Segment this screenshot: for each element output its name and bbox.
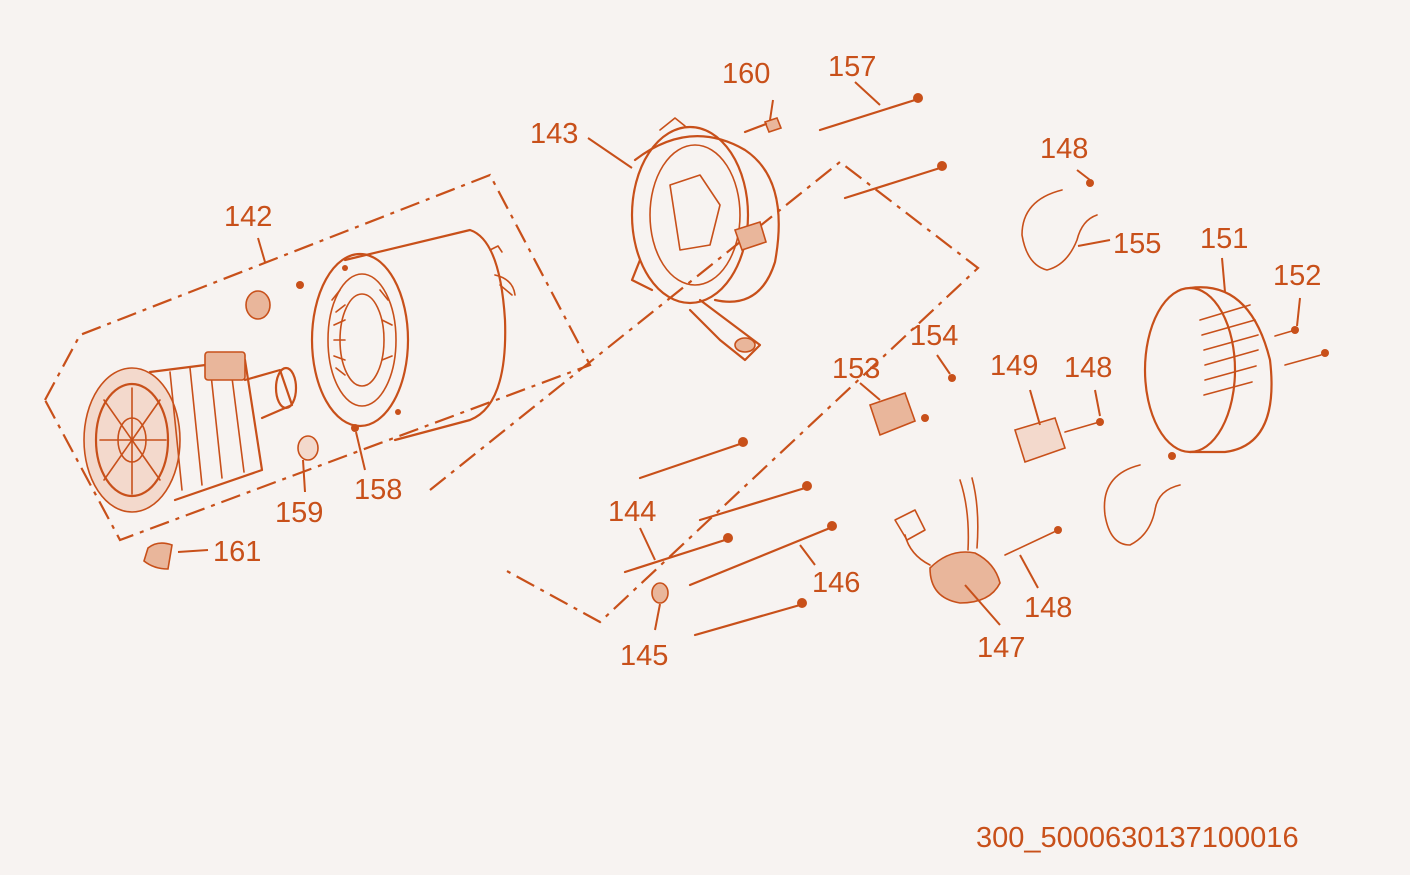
label-151: 151 bbox=[1200, 223, 1248, 255]
label-148-mid: 148 bbox=[1064, 352, 1112, 384]
label-144: 144 bbox=[608, 496, 656, 528]
leader-lines bbox=[177, 81, 1301, 631]
end-bracket bbox=[630, 117, 780, 362]
long-bolts bbox=[623, 93, 947, 637]
label-153: 153 bbox=[832, 353, 880, 385]
small-parts-left bbox=[143, 281, 359, 570]
label-158: 158 bbox=[354, 474, 402, 506]
rotor-assembly bbox=[83, 351, 298, 513]
part-labels: 142 143 160 157 148 155 151 152 153 154 … bbox=[213, 51, 1321, 672]
label-142: 142 bbox=[224, 201, 272, 233]
assembly-outline bbox=[44, 160, 980, 624]
label-148-bottom: 148 bbox=[1024, 592, 1072, 624]
label-146: 146 bbox=[812, 567, 860, 599]
diagram-code: 300_5000630137100016 bbox=[976, 822, 1299, 854]
label-161: 161 bbox=[213, 536, 261, 568]
label-159: 159 bbox=[275, 497, 323, 529]
label-147: 147 bbox=[977, 632, 1025, 664]
label-148-top: 148 bbox=[1040, 133, 1088, 165]
label-152: 152 bbox=[1273, 260, 1321, 292]
label-145: 145 bbox=[620, 640, 668, 672]
label-154: 154 bbox=[910, 320, 958, 352]
stator bbox=[310, 228, 516, 442]
label-149: 149 bbox=[990, 350, 1038, 382]
label-160: 160 bbox=[722, 58, 770, 90]
control-components bbox=[868, 374, 1104, 604]
label-143: 143 bbox=[530, 118, 578, 150]
label-157: 157 bbox=[828, 51, 876, 83]
label-155: 155 bbox=[1113, 228, 1161, 260]
cover-and-wires bbox=[1021, 179, 1329, 546]
